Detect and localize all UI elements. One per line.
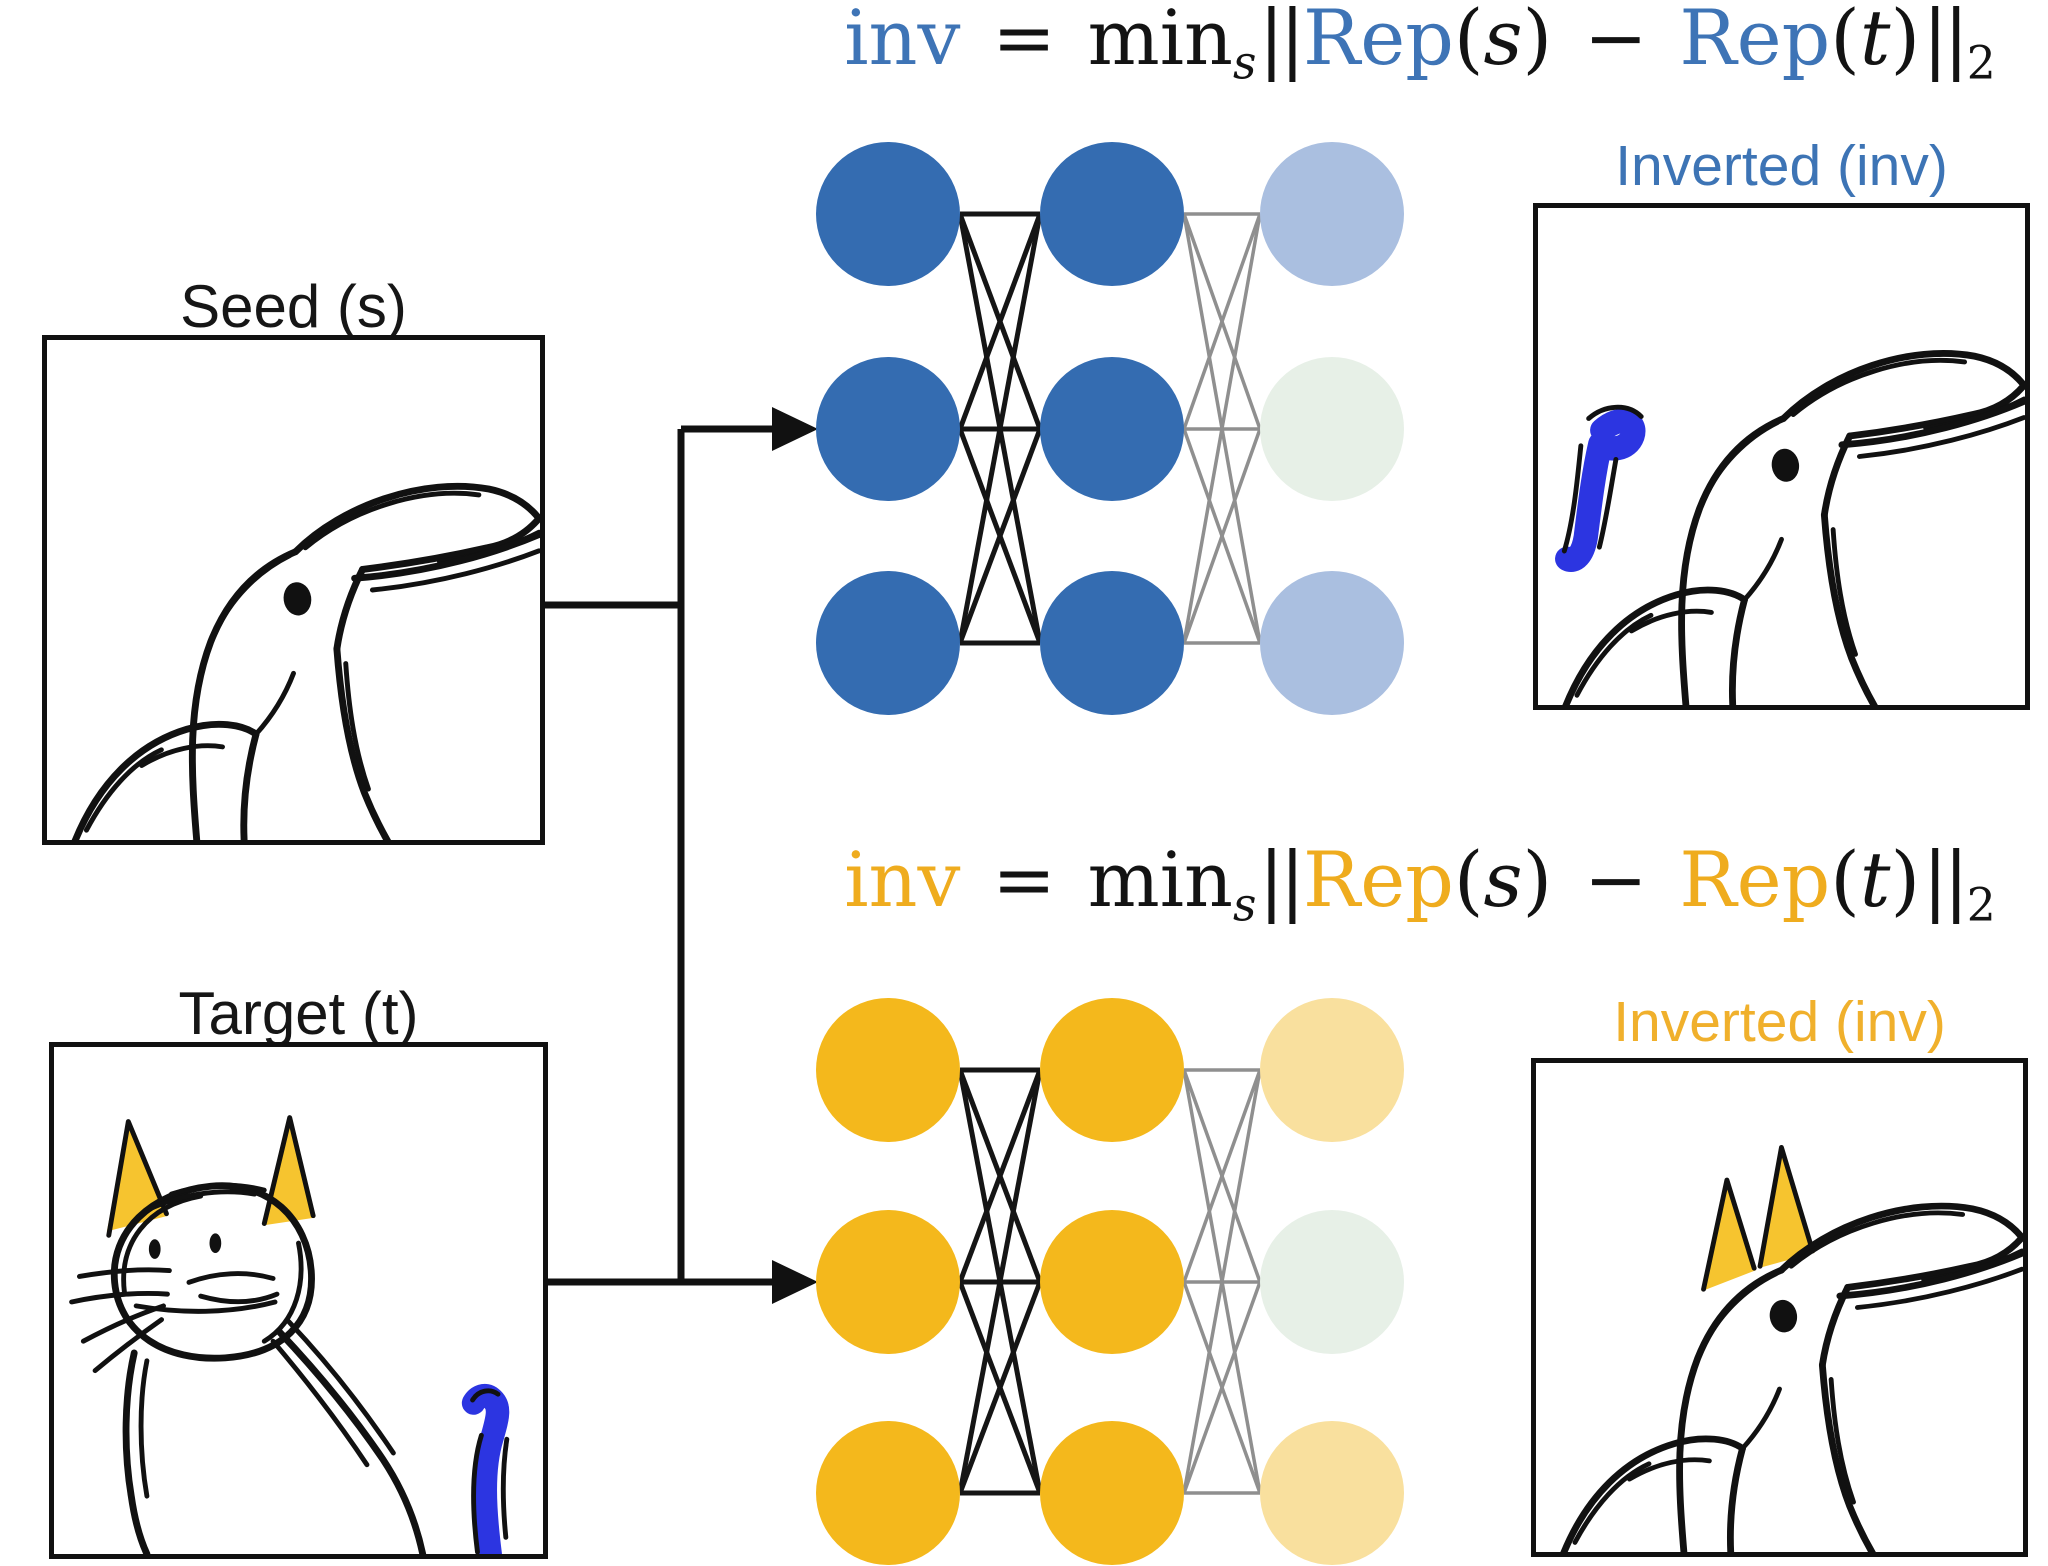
formula-arg-s: s — [1483, 835, 1523, 924]
network-node-faded — [1260, 142, 1404, 286]
network-node-faded — [1260, 998, 1404, 1142]
top-network-edges-layer1-2 — [957, 211, 1043, 646]
formula-norm-open: || — [1258, 835, 1306, 924]
formula-top: inv = mins||Rep(s) − Rep(t)||2 — [790, 0, 2048, 114]
network-node-faded — [1260, 357, 1404, 501]
network-node — [816, 357, 960, 501]
formula-equals: = — [992, 835, 1056, 924]
formula-paren-close-t: ) — [1890, 835, 1921, 924]
top-network-edges-layer2-3 — [1182, 212, 1262, 645]
formula-paren-open-t: ( — [1830, 835, 1860, 924]
formula-norm-open: || — [1258, 0, 1306, 82]
bottom-network-edges-layer2-3 — [1182, 1068, 1262, 1495]
network-node — [1040, 1421, 1184, 1565]
network-node — [816, 1421, 960, 1565]
formula-paren-open-s: ( — [1453, 0, 1484, 82]
formula-paren-close-t: ) — [1890, 0, 1921, 82]
formula-rep-s: Rep — [1303, 0, 1454, 82]
bottom-arrowhead — [772, 1260, 818, 1304]
inverted-top-image-box — [1533, 203, 2030, 710]
seed-image-box — [42, 335, 545, 845]
formula-arg-t: t — [1859, 0, 1891, 82]
formula-min-subscript: s — [1232, 36, 1257, 90]
formula-paren-open-s: ( — [1453, 835, 1484, 924]
network-node-faded — [1260, 1421, 1404, 1565]
formula-equals: = — [992, 0, 1056, 82]
network-node-faded — [1260, 1210, 1404, 1354]
network-node — [816, 998, 960, 1142]
formula-norm-subscript: 2 — [1966, 36, 1996, 90]
formula-bottom: inv = mins||Rep(s) − Rep(t)||2 — [790, 830, 2048, 956]
inverted-bottom-label: Inverted (inv) — [1613, 990, 1946, 1054]
network-node-faded — [1260, 571, 1404, 715]
network-node — [1040, 357, 1184, 501]
formula-paren-close-s: ) — [1522, 0, 1553, 82]
formula-arg-t: t — [1859, 835, 1891, 924]
formula-inv: inv — [844, 835, 961, 924]
inverted-top-label: Inverted (inv) — [1615, 134, 1948, 198]
formula-norm-subscript: 2 — [1966, 878, 1996, 932]
formula-norm-close: || — [1922, 0, 1969, 82]
target-label: Target (t) — [178, 980, 419, 1047]
inverted-bottom-image-box — [1531, 1058, 2028, 1557]
formula-norm-close: || — [1922, 835, 1969, 924]
formula-inv: inv — [844, 0, 961, 82]
top-arrowhead — [772, 407, 818, 451]
formula-min: min — [1087, 0, 1233, 82]
formula-rep-t: Rep — [1679, 835, 1831, 924]
seed-label: Seed (s) — [180, 273, 407, 340]
top-network-blue — [816, 142, 1404, 715]
bottom-network-edges-layer1-2 — [957, 1067, 1043, 1496]
formula-minus: − — [1583, 835, 1648, 924]
network-node — [1040, 1210, 1184, 1354]
network-node — [1040, 998, 1184, 1142]
target-image-box — [49, 1042, 548, 1559]
formula-rep-t: Rep — [1679, 0, 1831, 82]
network-node — [816, 571, 960, 715]
formula-paren-close-s: ) — [1522, 835, 1553, 924]
formula-minus: − — [1583, 0, 1648, 82]
network-node — [816, 142, 960, 286]
network-node — [1040, 571, 1184, 715]
formula-arg-s: s — [1483, 0, 1523, 82]
connector-arrows — [545, 407, 818, 1304]
bottom-network-yellow — [816, 998, 1404, 1565]
network-node — [1040, 142, 1184, 286]
formula-min-subscript: s — [1232, 878, 1257, 932]
formula-min: min — [1087, 835, 1233, 924]
network-node — [816, 1210, 960, 1354]
formula-paren-open-t: ( — [1830, 0, 1860, 82]
formula-rep-s: Rep — [1303, 835, 1454, 924]
